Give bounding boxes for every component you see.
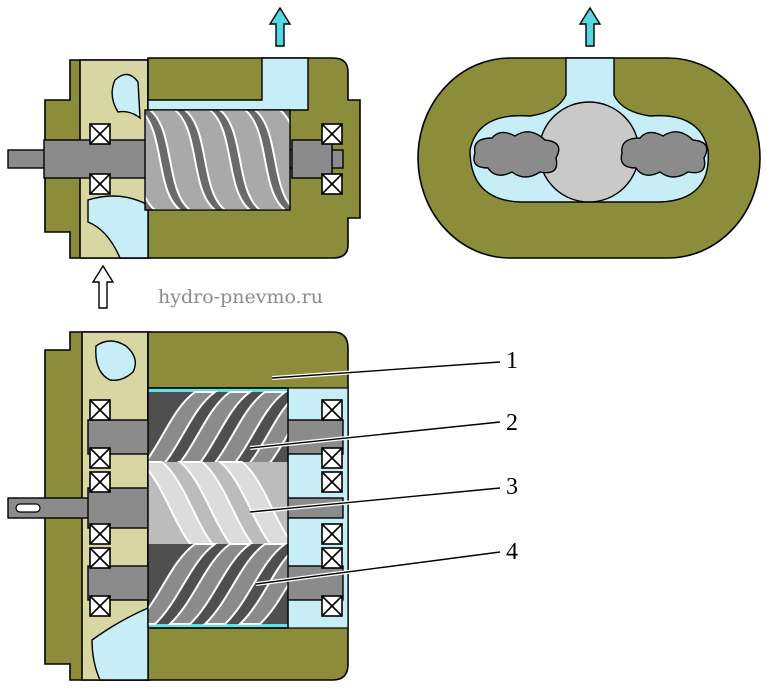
bottom-section-view xyxy=(7,331,349,681)
outlet-arrow-icon xyxy=(578,6,602,47)
bearing xyxy=(89,123,111,145)
outlet-arrow-icon xyxy=(268,6,292,47)
suction-cavity-top xyxy=(111,73,141,120)
suction-cavity-top xyxy=(95,340,136,382)
cross-section-view xyxy=(417,57,761,259)
bearing xyxy=(89,173,111,195)
bearing xyxy=(321,123,343,145)
screw-drive-central xyxy=(148,461,288,555)
screw-idler-upper xyxy=(148,391,288,475)
suction-cavity-bottom xyxy=(91,606,149,681)
callout-label-4: 4 xyxy=(506,539,518,565)
callout-label-1: 1 xyxy=(506,348,518,374)
idler-rotor-right xyxy=(620,131,708,178)
inlet-arrow-icon xyxy=(91,264,115,309)
idler-rotor-left xyxy=(473,131,560,178)
watermark: hydro-pnevmo.ru xyxy=(158,286,323,308)
callout-label-3: 3 xyxy=(506,474,518,500)
suction-cavity-bottom xyxy=(87,195,149,259)
bearing xyxy=(321,173,343,195)
screw-rotor-top xyxy=(145,110,290,210)
callout-label-2: 2 xyxy=(506,410,518,436)
callout-leaders-outline xyxy=(249,361,501,585)
top-section-view xyxy=(7,57,361,259)
